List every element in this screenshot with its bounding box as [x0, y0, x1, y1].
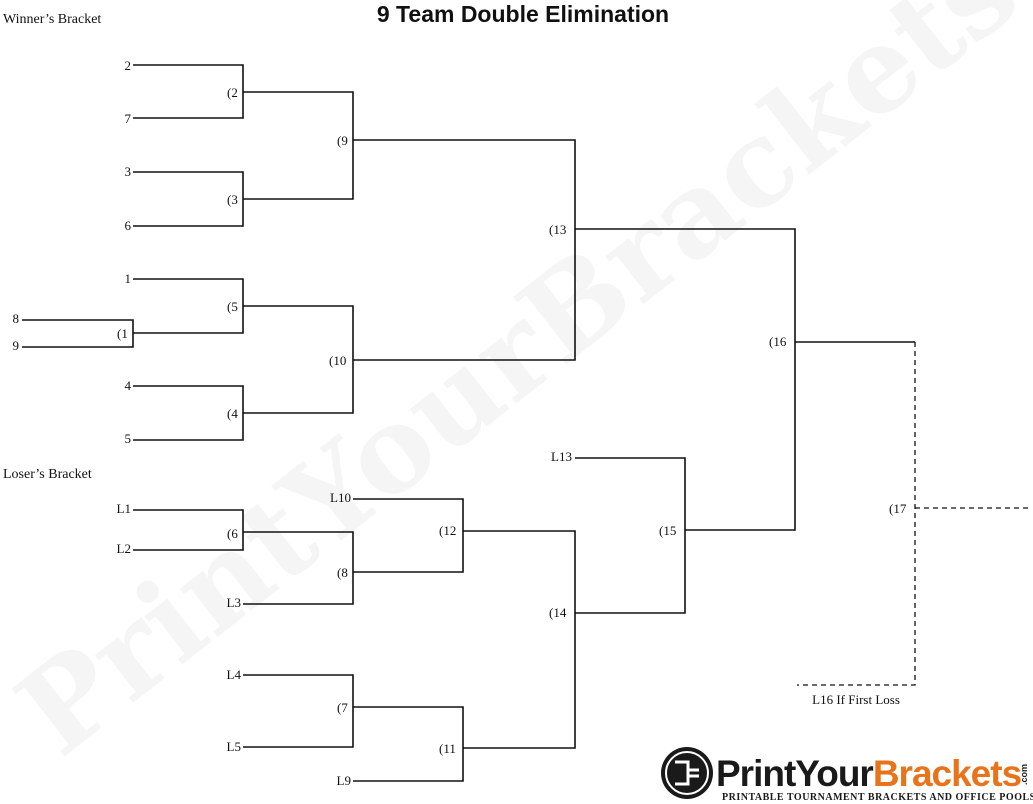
logo-wordmark: PrintYourBrackets — [716, 753, 1022, 794]
loser-slot-l5: L5 — [227, 739, 241, 754]
seed-labels: 2 7 3 6 1 8 9 4 5 — [13, 58, 132, 446]
game-4-label: (4 — [227, 406, 238, 421]
loser-slot-labels: L1 L2 L3 L4 L5 L9 L10 L13 — [117, 449, 572, 788]
game-labels: (2 (3 (5 (1 (4 (9 (10 (13 (16 (17 (6 (8 … — [117, 85, 907, 756]
loser-slot-l10: L10 — [330, 490, 351, 505]
seed-9: 9 — [13, 338, 20, 353]
game-7-label: (7 — [337, 700, 348, 715]
seed-7: 7 — [125, 111, 132, 126]
losers-bracket-lines — [133, 457, 686, 782]
logo-com: .com — [1019, 764, 1029, 785]
bracket-logo-icon — [661, 747, 713, 799]
seed-4: 4 — [125, 378, 132, 393]
if-necessary-dashed-lines — [797, 342, 1030, 686]
seed-8: 8 — [13, 311, 20, 326]
game-8-label: (8 — [337, 565, 348, 580]
loser-slot-l1: L1 — [117, 501, 131, 516]
printyourbrackets-logo: PrintYourBrackets .com PRINTABLE TOURNAM… — [661, 747, 1033, 803]
game-5-label: (5 — [227, 299, 238, 314]
logo-tagline: PRINTABLE TOURNAMENT BRACKETS AND OFFICE… — [722, 792, 1033, 803]
game-14-label: (14 — [549, 605, 567, 620]
game-17-label: (17 — [889, 501, 907, 516]
seed-3: 3 — [125, 164, 132, 179]
game-16-label: (16 — [769, 334, 787, 349]
game-11-label: (11 — [439, 741, 456, 756]
loser-slot-l9: L9 — [337, 773, 351, 788]
seed-1: 1 — [125, 271, 132, 286]
game-1-label: (1 — [117, 326, 128, 341]
game-13-label: (13 — [549, 222, 566, 237]
loser-slot-l13: L13 — [551, 449, 572, 464]
seed-2: 2 — [125, 58, 132, 73]
loser-slot-l4: L4 — [227, 667, 242, 682]
game-3-label: (3 — [227, 192, 238, 207]
loser-slot-l3: L3 — [227, 595, 241, 610]
game-12-label: (12 — [439, 523, 456, 538]
if-first-loss-note: L16 If First Loss — [812, 692, 900, 707]
seed-6: 6 — [125, 218, 132, 233]
page-title: 9 Team Double Elimination — [377, 1, 669, 27]
game-9-label: (9 — [337, 133, 348, 148]
game-10-label: (10 — [329, 353, 346, 368]
loser-slot-l2: L2 — [117, 541, 131, 556]
seed-5: 5 — [125, 431, 132, 446]
game-6-label: (6 — [227, 526, 238, 541]
game-2-label: (2 — [227, 85, 238, 100]
game-15-label: (15 — [659, 523, 676, 538]
losers-bracket-label: Loser’s Bracket — [3, 467, 92, 482]
winners-bracket-label: Winner’s Bracket — [3, 12, 101, 27]
winners-bracket-lines — [22, 64, 915, 531]
